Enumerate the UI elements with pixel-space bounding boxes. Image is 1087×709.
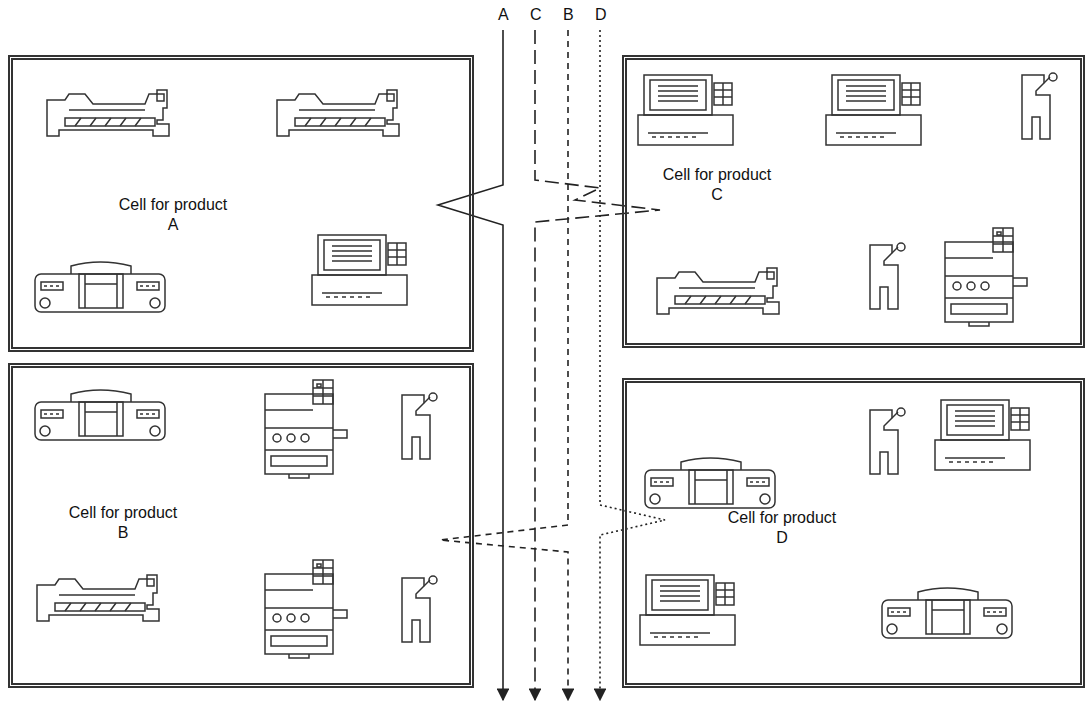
cell-label: Cell for product B (68, 503, 178, 543)
cell-box: Cell for product A (8, 55, 474, 352)
flow-label: B (562, 6, 575, 24)
cell-label: Cell for product C (662, 165, 772, 205)
cell-box: Cell for product D (622, 378, 1085, 688)
cell-box: Cell for product C (622, 55, 1085, 348)
cell-box: Cell for product B (8, 363, 474, 688)
cell-label: Cell for product D (727, 508, 837, 548)
flow-label: C (529, 6, 543, 24)
cell-label: Cell for product A (118, 195, 228, 235)
flow-label: A (497, 6, 510, 24)
flow-label: D (594, 6, 608, 24)
